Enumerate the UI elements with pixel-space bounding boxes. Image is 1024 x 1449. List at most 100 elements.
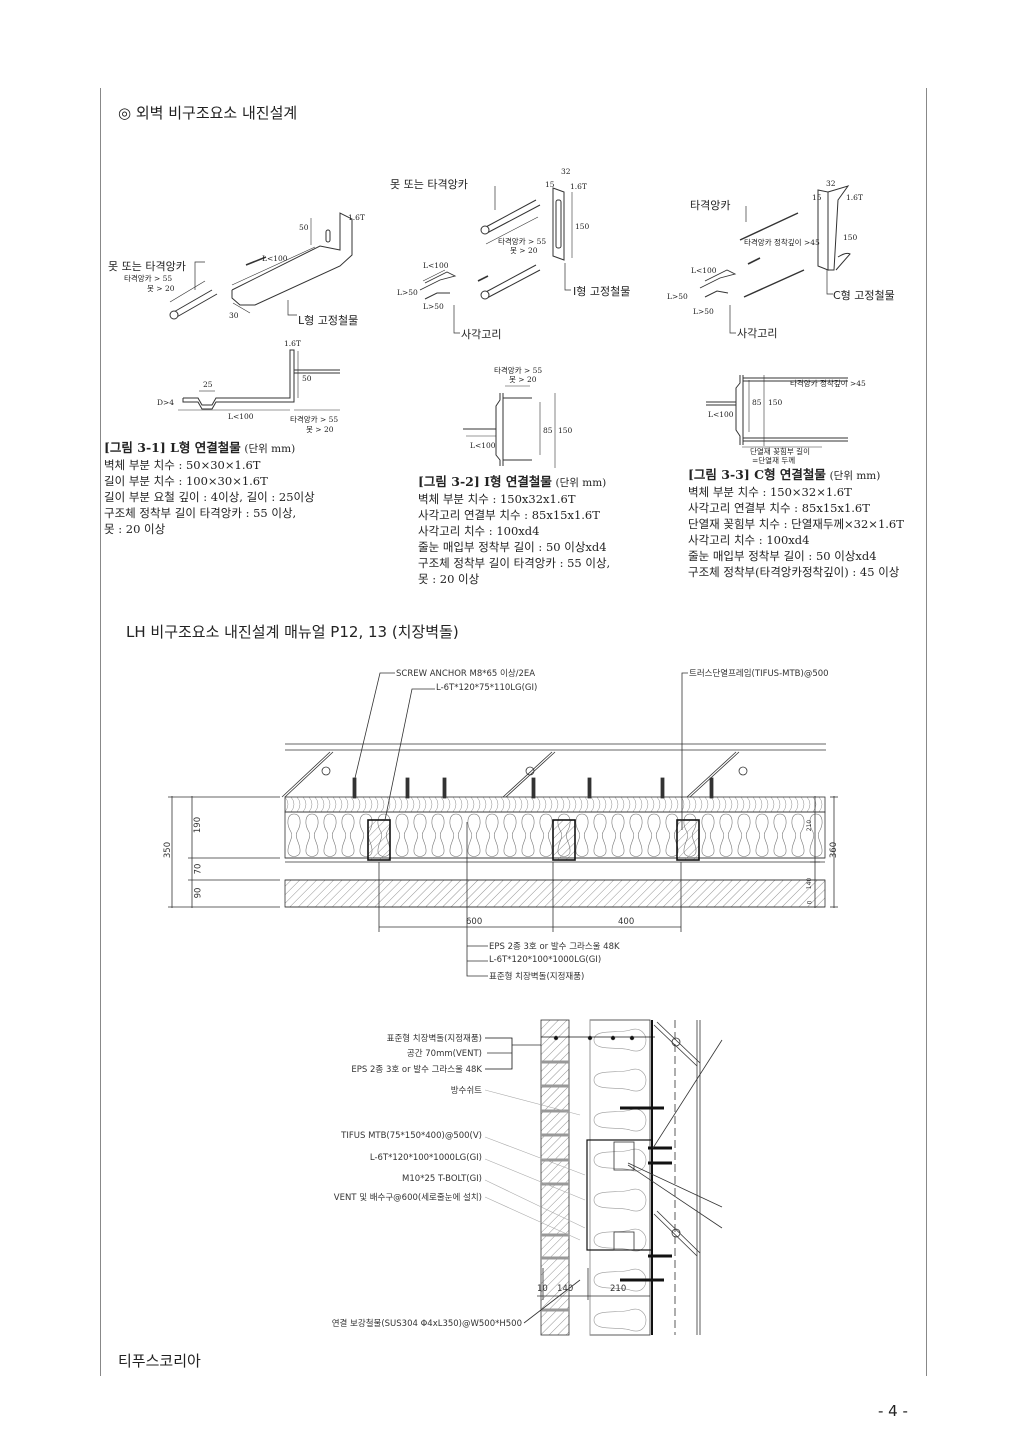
fig2-sec-length: L<100 (470, 441, 496, 450)
fig1-nail-label: 못 또는 타격앙카 (108, 260, 186, 273)
fig3-caption: [그림 3-3] C형 연결철물 (단위 mm) 벽체 부분 치수 : 150×… (688, 467, 904, 580)
plan-dim-360: 360 (829, 841, 840, 859)
plan-label-truss-frame: 트러스단열프레임(TIFUS-MTB)@500 (689, 669, 829, 679)
plan-dim-350: 350 (163, 841, 174, 859)
fig1-sec-thickness: 1.6T (284, 339, 301, 348)
page-border-left (100, 88, 101, 1376)
fig1-sec-length: L<100 (228, 412, 254, 421)
fig1-anchor-length: 타격앙카 > 55 (124, 274, 173, 283)
section-dim-210: 210 (610, 1284, 627, 1294)
plan-drawing (168, 672, 838, 977)
fig1-iso-drawing (169, 212, 353, 320)
plan-label-l-bracket: L-6T*120*75*110LG(GI) (436, 683, 538, 693)
fig2-spec-line: 사각고리 연결부 치수 : 85x15x1.6T (418, 508, 600, 522)
fig3-width15: 15 (812, 193, 822, 202)
fig3-caption-unit: (단위 mm) (829, 470, 881, 482)
fig3-loop-label: 사각고리 (737, 327, 778, 340)
fig2-iso-drawing (419, 186, 573, 334)
fig2-sec-nail: 못 > 20 (509, 375, 537, 384)
plan-label-l-angle: L-6T*120*100*1000LG(GI) (489, 955, 602, 965)
fig2-loop-length: L<100 (423, 261, 449, 270)
fig3-width32: 32 (826, 179, 836, 188)
fig2-spec-line: 구조체 정착부 길이 타격앙카 : 55 이상, (418, 556, 611, 570)
fig2-spec-line: 벽체 부분 치수 : 150x32x1.6T (418, 492, 576, 506)
fig3-spec-line: 사각고리 치수 : 100xd4 (688, 533, 810, 547)
fig3-spec-line: 벽체 부분 치수 : 150×32×1.6T (688, 485, 852, 499)
fig2-width15: 15 (545, 180, 555, 189)
section-title: LH 비구조요소 내진설계 매뉴얼 P12, 13 (치장벽돌) (126, 623, 459, 641)
fig1-nail-length: 못 > 20 (147, 284, 175, 293)
fig3-section-drawing (706, 375, 848, 448)
fig1-sec-width: 25 (203, 380, 213, 389)
fig2-sec-85: 85 (543, 426, 553, 435)
fig3-loop-length: L<100 (691, 266, 717, 275)
plan-label-brick: 표준형 치장벽돌(지정재품) (489, 972, 585, 982)
section-label-brick: 표준형 치장벽돌(지정재품) (386, 1034, 482, 1044)
plan-dim-90: 90 (193, 887, 204, 899)
fig2-caption: [그림 3-2] I형 연결철물 (단위 mm) 벽체 부분 치수 : 150x… (418, 474, 610, 587)
section-dim-10: 10 (537, 1284, 548, 1294)
company-name: 티푸스코리아 (118, 1352, 201, 1370)
fig3-sec-depth: 타격앙카 정착깊이 >45 (790, 379, 866, 388)
fig2-spec-line: 못 : 20 이상 (418, 572, 480, 586)
fig2-loop-l50b: L>50 (423, 302, 444, 311)
section-dim-140: 140 (557, 1284, 574, 1294)
section-label-tifus-mtb: TIFUS MTB(75*150*400)@500(V) (341, 1131, 482, 1141)
fig3-spec-line: 단열재 꽂힘부 치수 : 단열재두께×32×1.6T (688, 517, 904, 531)
wall-section-drawing (484, 1019, 723, 1336)
plan-dim-210: 210 (806, 819, 814, 832)
section-label-waterproof-sheet: 방수쉬트 (450, 1086, 482, 1096)
fig3-thickness: 1.6T (846, 193, 863, 202)
fig2-nail-label: 못 또는 타격앙카 (390, 178, 468, 191)
fig2-spec-line: 줄눈 매입부 정착부 길이 : 50 이상xd4 (418, 540, 607, 554)
page-number: - 4 - (878, 1402, 908, 1420)
section-label-insulation: EPS 2종 3호 or 발수 그라스울 48K (351, 1065, 482, 1075)
fig2-loop-label: 사각고리 (461, 328, 502, 341)
fig1-width: 30 (229, 311, 239, 320)
fig1-spec-line: 구조체 정착부 길이 타격앙카 : 55 이상, (104, 506, 297, 520)
fig3-sec-150: 150 (768, 398, 783, 407)
fig2-nail-length: 못 > 20 (510, 246, 538, 255)
fig1-sec-depth: D>4 (157, 398, 175, 407)
fig3-part-label: C형 고정철물 (833, 289, 895, 302)
fig3-spec-line: 사각고리 연결부 치수 : 85x15x1.6T (688, 501, 870, 515)
fig3-caption-title: [그림 3-3] C형 연결철물 (688, 467, 826, 482)
fig1-part-label: L형 고정철물 (298, 314, 359, 327)
fig3-height: 150 (843, 233, 858, 242)
fig3-iso-drawing (699, 185, 851, 334)
section-label-t-bolt: M10*25 T-BOLT(GI) (402, 1174, 482, 1184)
fig3-depth: 타격앙카 정착깊이 >45 (744, 238, 820, 247)
section-label-l-angle: L-6T*120*100*1000LG(GI) (369, 1153, 482, 1163)
fig2-loop-l50a: L>50 (397, 288, 418, 297)
fig3-sec-insulation: 단열재 꽂힘부 길이 (750, 447, 810, 456)
fig1-caption: [그림 3-1] L형 연결철물 (단위 mm) 벽체 부분 치수 : 50×3… (104, 440, 315, 537)
section-label-vent-space: 공간 70mm(VENT) (406, 1049, 482, 1059)
fig1-caption-title: [그림 3-1] L형 연결철물 (104, 440, 241, 455)
fig1-caption-unit: (단위 mm) (244, 443, 296, 455)
fig3-spec-line: 줄눈 매입부 정착부 길이 : 50 이상xd4 (688, 549, 877, 563)
fig1-spec-line: 길이 부분 요철 깊이 : 4이상, 길이 : 25이상 (104, 490, 315, 504)
fig3-spec-line: 구조체 정착부(타격앙카정착깊이) : 45 이상 (688, 565, 900, 579)
plan-dim-140: 140 (806, 877, 814, 890)
fig1-sec-anchor: 타격앙카 > 55 (290, 415, 339, 424)
fig2-thickness: 1.6T (570, 182, 587, 191)
plan-dim-70: 70 (193, 863, 204, 875)
fig1-spec-line: 길이 부분 치수 : 100×30×1.6T (104, 474, 268, 488)
plan-label-insulation: EPS 2종 3호 or 발수 그라스울 48K (489, 942, 620, 952)
fig2-height: 150 (575, 222, 590, 231)
fig1-section-drawing (178, 349, 340, 411)
plan-dim-600: 600 (466, 917, 483, 927)
section-label-reinforcement: 연결 보강철물(SUS304 Φ4xL350)@W500*H500 (331, 1319, 522, 1329)
fig1-height: 50 (299, 223, 309, 232)
fig3-loop-l50a: L>50 (667, 292, 688, 301)
page-title: ◎ 외벽 비구조요소 내진설계 (118, 104, 298, 122)
fig1-sec-height: 50 (302, 374, 312, 383)
fig1-thickness: 1.6T (348, 213, 365, 222)
plan-dim-0: 0 (806, 900, 814, 905)
fig3-sec-length: L<100 (708, 410, 734, 419)
fig2-width32: 32 (561, 167, 571, 176)
page-border-right (926, 88, 927, 1376)
fig2-section-drawing (463, 385, 556, 468)
plan-dim-400: 400 (618, 917, 635, 927)
